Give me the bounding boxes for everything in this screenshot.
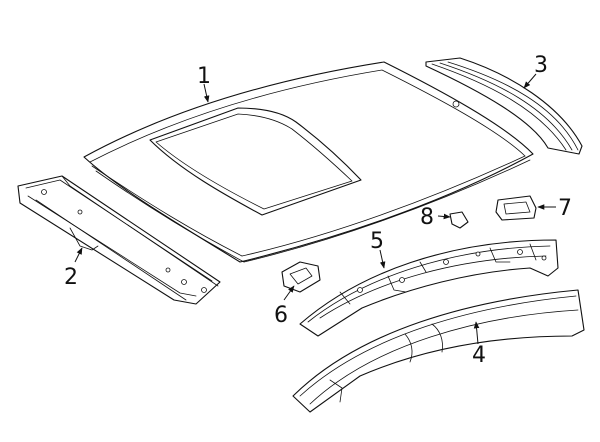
callout-4: 4 <box>472 343 486 368</box>
callout-7: 7 <box>558 196 572 221</box>
callout-8: 8 <box>420 205 434 230</box>
roof-clip <box>449 211 469 229</box>
leader-lines <box>74 73 556 345</box>
callout-2: 2 <box>64 265 78 290</box>
small-bracket <box>281 261 321 293</box>
roof-panel <box>83 61 534 263</box>
callout-1: 1 <box>197 64 211 89</box>
callout-5: 5 <box>370 229 384 254</box>
roof-side-rail <box>299 239 559 337</box>
rear-roof-rail <box>425 57 583 155</box>
front-header <box>17 175 221 305</box>
roof-arch-reinforcement <box>292 289 585 413</box>
callout-6: 6 <box>274 303 288 328</box>
rear-bracket <box>495 195 537 221</box>
callout-3: 3 <box>534 53 548 78</box>
